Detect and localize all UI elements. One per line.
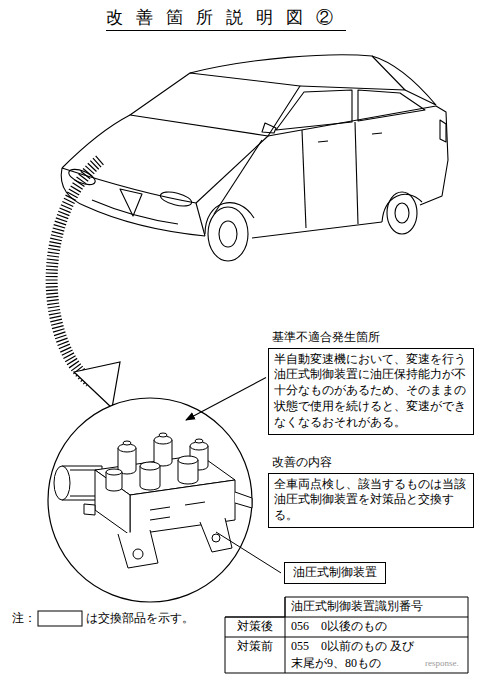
box-heading: 基準不適合発生箇所: [268, 330, 474, 348]
callout-box: 改善の内容全車両点検し、該当するものは当該油圧式制御装置を対策品と交換する。: [268, 455, 474, 528]
table-cell: 対策後: [237, 618, 273, 635]
id-table-grid-part: [225, 597, 468, 673]
car-drawing-part: [302, 130, 306, 228]
car-drawing-part: [92, 200, 178, 224]
zoom-circle: [48, 398, 252, 602]
note-swatch-box: [38, 611, 82, 626]
car-drawing-part: [382, 194, 422, 222]
car-drawing-part: [190, 55, 405, 90]
car-drawing-part: [318, 141, 328, 142]
hydraulic-control-unit-part-part: [140, 462, 160, 470]
box-text: 半自動変速機において、変速を行う油圧式制御装置に油圧保持能力が不十分なものがある…: [268, 348, 474, 435]
hydraulic-control-unit-part: [212, 534, 220, 542]
car-drawing-part: [208, 207, 248, 261]
car-drawing-part: [358, 90, 425, 121]
car-drawing-part: [252, 222, 382, 238]
hydraulic-control-unit-part: [118, 530, 158, 568]
table-cell: 055 0以前のもの 及び末尾が9、80もの: [291, 638, 419, 672]
car-drawing-part: [276, 90, 352, 130]
hydraulic-control-unit-part: [235, 492, 252, 508]
box-text: 全車両点検し、該当するものは当該油圧式制御装置を対策品と交換する。: [268, 473, 474, 528]
hydraulic-control-unit-part: [150, 502, 205, 520]
id-table-grid-part: [225, 597, 468, 673]
callout-box: 基準不適合発生箇所半自動変速機において、変速を行う油圧式制御装置に油圧保持能力が…: [268, 330, 474, 435]
car-drawing-part: [214, 140, 262, 214]
car-drawing-part: [387, 192, 417, 234]
zoom-circle-part: [48, 398, 252, 602]
zoom-band-arrow-part: [52, 160, 100, 382]
hydraulic-control-unit-part: [200, 518, 232, 552]
hydraulic-control-unit-part: [84, 504, 95, 515]
car-drawing-part: [61, 168, 205, 236]
table-cell: 056 0以後のもの: [291, 618, 387, 635]
car-drawing-part: [130, 73, 300, 136]
hydraulic-control-unit-part-part: [106, 469, 122, 475]
table-cell: 対策前: [237, 638, 273, 655]
car-drawing-part: [196, 203, 205, 236]
note-text: は交換部品を示す。: [86, 610, 194, 627]
car-drawing-part: [355, 122, 358, 224]
table-header: 油圧式制御装置識別番号: [291, 598, 423, 615]
pointer-arrow: [186, 378, 266, 420]
car-drawing-part: [372, 133, 382, 134]
car-drawing-part: [420, 106, 448, 205]
hydraulic-control-unit-part: [70, 470, 98, 496]
car-drawing-part: [159, 189, 193, 208]
car-drawing-part: [262, 123, 276, 133]
car-drawing-part: [395, 203, 409, 223]
hydraulic-control-unit-part-part: [195, 439, 203, 443]
car-drawing-part: [440, 120, 446, 142]
car-drawing-part: [196, 136, 268, 203]
id-table-grid: [225, 597, 468, 673]
hydraulic-control-unit-part-part: [123, 441, 131, 445]
note-swatch-box-part: [38, 611, 82, 626]
hydraulic-control-unit-part-part: [159, 433, 167, 437]
diagram-title: 改善箇所説明図②: [106, 6, 346, 31]
box-heading: 改善の内容: [268, 455, 474, 473]
leader-line: [216, 532, 281, 573]
box-text: 油圧式制御装置: [284, 562, 386, 584]
hydraulic-control-unit-part: [133, 549, 143, 559]
zoom-band-arrow: [52, 160, 120, 408]
note-text: 注：: [12, 610, 36, 627]
part-label-box: 油圧式制御装置: [284, 562, 386, 584]
hydraulic-control-unit-part: [54, 466, 70, 500]
watermark: response.: [425, 657, 459, 670]
hydraulic-control-unit-part: [95, 470, 130, 535]
car-drawing-part: [372, 56, 436, 105]
car-drawing: [61, 55, 448, 261]
hydraulic-control-unit: [54, 433, 252, 568]
hydraulic-control-unit-part-part: [178, 456, 198, 464]
car-drawing-part: [219, 221, 237, 247]
car-drawing-part: [62, 115, 130, 168]
zoom-band-arrow-part: [74, 362, 120, 408]
leader-layer: [186, 378, 281, 573]
hydraulic-control-unit-part: [106, 433, 208, 491]
